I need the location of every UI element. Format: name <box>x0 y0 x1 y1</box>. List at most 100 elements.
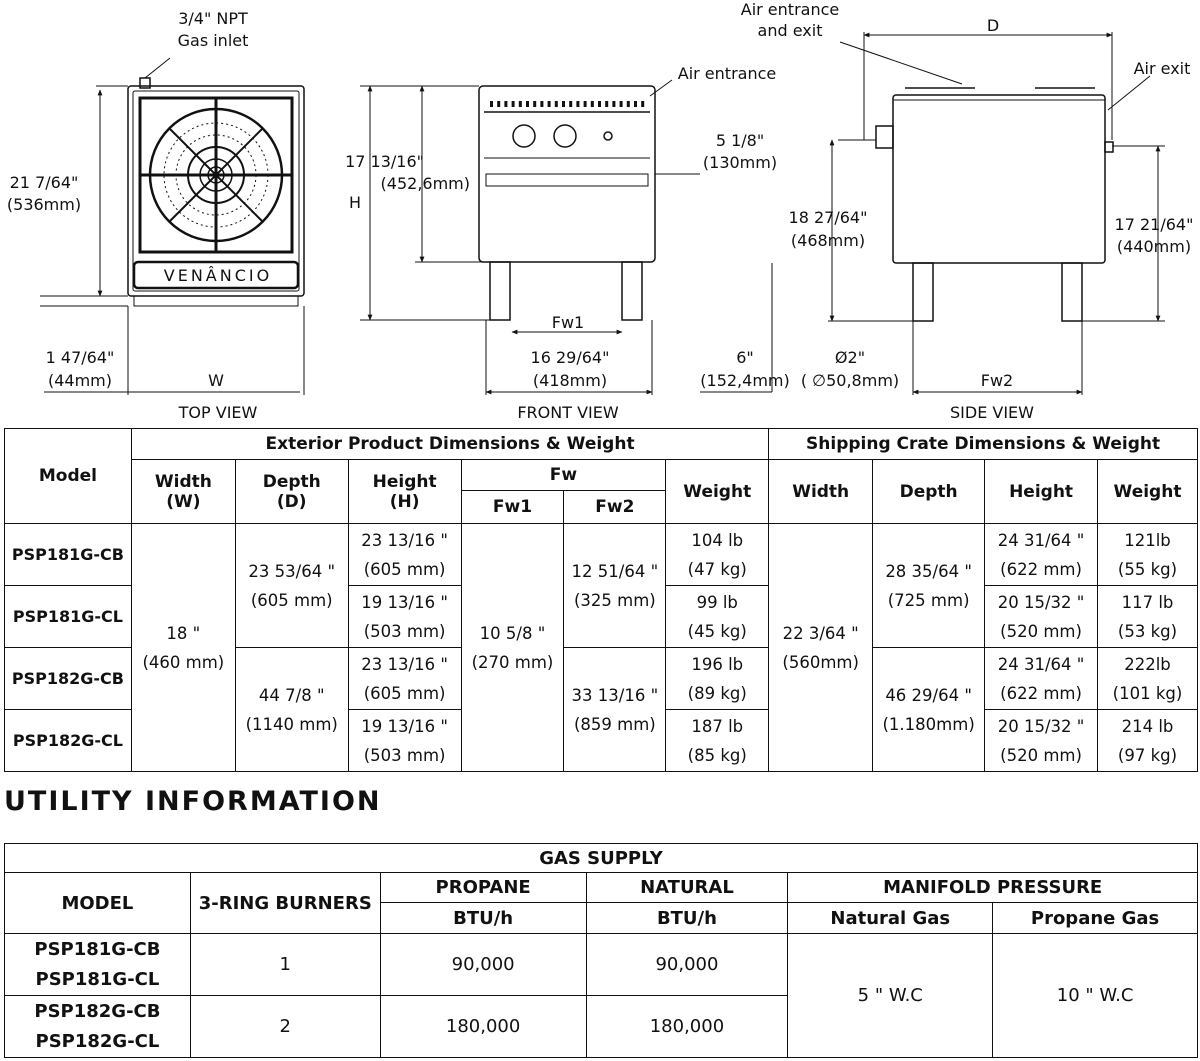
front-view-caption: FRONT VIEW <box>517 403 619 422</box>
natural-btu-header: BTU/h <box>585 902 789 934</box>
top-depth-label-2: (536mm) <box>7 195 81 214</box>
height-cell: 19 13/16 "(503 mm) <box>347 585 462 648</box>
vent-slot <box>583 101 587 107</box>
ship-depth-header: Depth <box>872 459 986 524</box>
vent-slot <box>605 101 609 107</box>
fw-header: Fw <box>460 459 667 491</box>
front-view-drawing <box>478 79 673 321</box>
weight-cell: 187 lb(85 kg) <box>665 709 770 772</box>
front-panel-label-1: 5 1/8" <box>716 131 764 150</box>
foot-label-1: 1 47/64" <box>46 348 115 367</box>
propane-header: PROPANE <box>379 872 587 903</box>
depth-header: Depth(D) <box>234 459 349 524</box>
vent-slot <box>576 101 580 107</box>
vent-slot <box>504 101 508 107</box>
width-header: Width(W) <box>130 459 236 524</box>
weight-cell: 196 lb(89 kg) <box>665 647 770 710</box>
depth-cell: 44 7/8 "(1140 mm) <box>234 647 349 772</box>
side-depth-label: D <box>987 16 999 35</box>
top-view-caption: TOP VIEW <box>178 403 258 422</box>
table-row: PSP182G-CB 44 7/8 "(1140 mm) 23 13/16 "(… <box>4 647 1198 772</box>
ship-weight-cell: 117 lb(53 kg) <box>1097 585 1198 648</box>
weight-cell: 99 lb(45 kg) <box>665 585 770 648</box>
propane-pressure-cell: 10 " W.C <box>992 933 1198 1058</box>
vent-slot <box>619 101 623 107</box>
height-cell: 19 13/16 "(503 mm) <box>347 709 462 772</box>
side-left-height-1: 18 27/64" <box>789 208 868 227</box>
fw1-cell: 10 5/8 "(270 mm) <box>460 523 565 772</box>
shipping-header: Shipping Crate Dimensions & Weight <box>768 428 1198 460</box>
burners-header: 3-RING BURNERS <box>189 872 381 934</box>
top-view-drawing <box>127 57 305 307</box>
ship-weight-cell: 222lb(101 kg) <box>1097 647 1198 710</box>
top-width-label: W <box>208 371 224 390</box>
natural-btu-cell: 90,000 <box>585 933 789 996</box>
vent-slot <box>511 101 515 107</box>
ship-height-cell: 24 31/64 "(622 mm) <box>984 523 1098 586</box>
weight-cell: 104 lb(47 kg) <box>665 523 770 586</box>
side-air-exit-label: Air exit <box>1134 59 1191 78</box>
propane-btu-cell: 90,000 <box>379 933 587 996</box>
natural-btu-cell: 180,000 <box>585 995 789 1058</box>
foot-label-2: (44mm) <box>48 371 112 390</box>
ship-height-header: Height <box>984 459 1098 524</box>
utility-title: UTILITY INFORMATION <box>4 786 382 817</box>
front-body-height-1: 17 13/16" <box>345 152 424 171</box>
vent-slot <box>533 101 537 107</box>
front-panel-label-2: (130mm) <box>703 153 777 172</box>
side-diameter-label-2: ( ∅50,8mm) <box>801 371 899 390</box>
vent-slot <box>526 101 529 107</box>
front-width-label-1: 16 29/64" <box>531 348 610 367</box>
dimensions-table: Model Exterior Product Dimensions & Weig… <box>4 428 1198 772</box>
vent-slot <box>626 101 630 107</box>
gas-supply-header: GAS SUPPLY <box>4 843 1198 873</box>
vent-slot <box>598 101 601 107</box>
side-view-drawing <box>875 87 1114 322</box>
side-right-height-1: 17 21/64" <box>1115 215 1194 234</box>
top-depth-label-1: 21 7/64" <box>10 173 79 192</box>
fw1-header: Fw1 <box>460 490 565 524</box>
utility-model-header: MODEL <box>4 872 191 934</box>
side-leg-label-1: 6" <box>736 348 754 367</box>
natural-gas-header: Natural Gas <box>787 902 994 934</box>
side-fw2-label: Fw2 <box>981 371 1013 390</box>
width-cell: 18 "(460 mm) <box>130 523 236 772</box>
depth-cell: 23 53/64 "(605 mm) <box>234 523 349 648</box>
gas-inlet-label-1: 3/4" NPT <box>178 9 248 28</box>
burners-cell: 1 <box>189 933 381 996</box>
ship-width-cell: 22 3/64 "(560mm) <box>768 523 874 772</box>
vent-slot <box>554 101 558 107</box>
fw2-cell: 33 13/16 "(859 mm) <box>563 647 667 772</box>
ship-depth-cell: 28 35/64 "(725 mm) <box>872 523 986 648</box>
vent-slot <box>540 101 544 107</box>
front-body-height-2: (452,6mm) <box>381 174 470 193</box>
fw2-header: Fw2 <box>563 490 667 524</box>
vent-slot <box>569 101 573 107</box>
vent-slot <box>490 101 493 107</box>
model-cell: PSP182G-CL <box>4 709 132 772</box>
vent-slot <box>547 101 551 107</box>
natural-header: NATURAL <box>585 872 789 903</box>
manifold-header: MANIFOLD PRESSURE <box>787 872 1198 903</box>
model-cell: PSP181G-CB <box>4 523 132 586</box>
front-fw1-label: Fw1 <box>552 313 584 332</box>
vent-slot <box>590 101 594 107</box>
model-cell: PSP182G-CB <box>4 647 132 710</box>
ship-width-header: Width <box>768 459 874 524</box>
fw2-cell: 12 51/64 "(325 mm) <box>563 523 667 648</box>
vent-slot <box>562 101 565 107</box>
brand-plate-text: VENÂNCIO <box>164 266 272 285</box>
vent-slot <box>641 101 645 107</box>
ship-weight-cell: 214 lb(97 kg) <box>1097 709 1198 772</box>
gas-inlet-label-2: Gas inlet <box>178 31 249 50</box>
natural-pressure-cell: 5 " W.C <box>787 933 994 1058</box>
table-row: PSP181G-CB 18 "(460 mm) 23 53/64 "(605 m… <box>4 523 1198 772</box>
vent-slot <box>612 101 616 107</box>
ship-height-cell: 24 31/64 "(622 mm) <box>984 647 1098 710</box>
side-air-label-1: Air entrance <box>741 0 839 19</box>
table-row: PSP181G-CL 19 13/16 "(503 mm) 99 lb(45 k… <box>4 585 1198 648</box>
